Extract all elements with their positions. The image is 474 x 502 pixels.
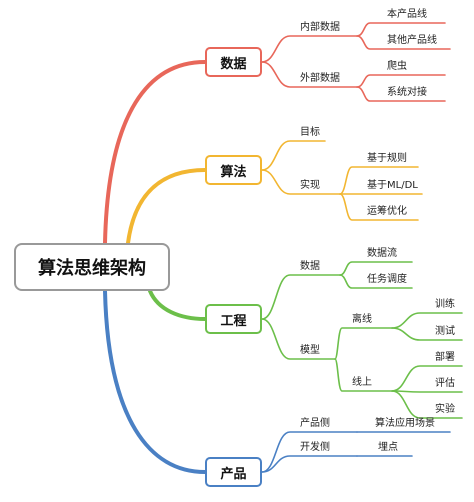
node-other-product-lines: 其他产品线: [387, 35, 437, 46]
node-external-data: 外部数据: [300, 73, 340, 84]
edge-data-flow: [339, 261, 413, 276]
node-internal-data: 内部数据: [300, 22, 340, 33]
edges-product-branch: [103, 289, 451, 474]
node-testing: 测试: [435, 326, 455, 337]
edge-online-experiment: [391, 390, 463, 419]
node-data: 数据: [205, 47, 262, 77]
edge-impl-rule: [339, 166, 419, 195]
node-training: 训练: [435, 299, 455, 310]
node-product: 产品: [205, 457, 262, 487]
edges-engineering-branch: [148, 261, 463, 419]
edge-impl-optimization: [339, 193, 419, 221]
edge-root-data: [103, 60, 207, 245]
edge-external-integration: [356, 86, 446, 102]
edge-model-offline: [334, 327, 393, 360]
edge-engineering-model: [261, 318, 336, 360]
edge-engineering-data: [261, 274, 341, 320]
node-task-scheduling: 任务调度: [367, 274, 407, 285]
edge-internal-this-line: [356, 22, 446, 37]
edge-development-side: [261, 455, 358, 473]
node-data-flow: 数据流: [367, 248, 397, 259]
edge-online-deployment: [391, 365, 463, 392]
edge-offline-testing: [391, 327, 463, 341]
edges-data-branch: [103, 22, 451, 245]
edge-offline-training: [391, 312, 463, 329]
node-online: 线上: [352, 377, 372, 388]
node-ml-dl-based: 基于ML/DL: [367, 180, 418, 191]
node-this-product-line: 本产品线: [387, 9, 427, 20]
edge-data-external: [261, 61, 358, 88]
edge-root-engineering: [148, 289, 207, 321]
node-engineering: 工程: [205, 304, 262, 334]
edge-model-online: [334, 358, 393, 392]
node-engineering-data: 数据: [300, 261, 320, 272]
node-crawler: 爬虫: [387, 61, 407, 72]
edge-algorithm-implementation: [261, 169, 341, 195]
node-operations-optimization: 运筹优化: [367, 206, 407, 217]
node-implementation: 实现: [300, 180, 320, 191]
node-algorithm: 算法: [205, 155, 262, 185]
edge-data-internal: [261, 35, 358, 63]
node-system-integration: 系统对接: [387, 87, 427, 98]
node-event-tracking: 埋点: [378, 442, 398, 453]
root-node: 算法思维架构: [14, 243, 170, 291]
edge-algorithm-goal: [261, 140, 326, 171]
edges-algorithm-branch: [126, 140, 423, 245]
node-product-side: 产品侧: [300, 418, 330, 429]
node-goal: 目标: [300, 127, 320, 138]
node-rule-based: 基于规则: [367, 153, 407, 164]
node-algorithm-scenarios: 算法应用场景: [375, 418, 435, 429]
node-offline: 离线: [352, 314, 372, 325]
node-model: 模型: [300, 345, 320, 356]
node-evaluation: 评估: [435, 378, 455, 389]
edge-internal-other-lines: [356, 35, 451, 50]
edge-data-scheduling: [339, 274, 413, 289]
edge-online-evaluation: [391, 390, 463, 393]
node-development-side: 开发侧: [300, 442, 330, 453]
node-deployment: 部署: [435, 352, 455, 363]
edge-root-algorithm: [126, 168, 207, 245]
node-experiment: 实验: [435, 404, 455, 415]
edge-external-crawler: [356, 74, 446, 88]
edge-root-product: [103, 289, 207, 474]
